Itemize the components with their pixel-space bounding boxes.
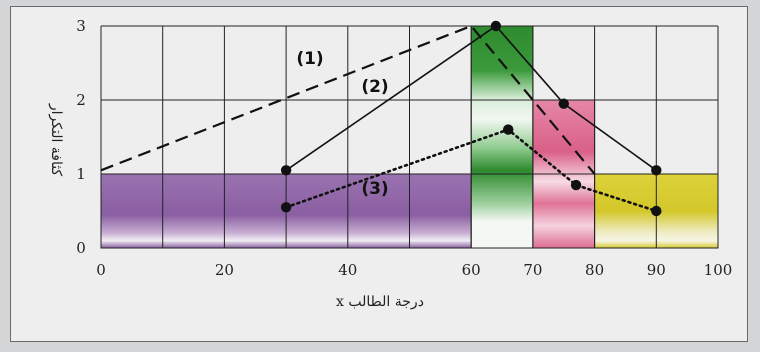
x-tick-label: 70 <box>523 261 542 279</box>
series-point <box>490 20 502 32</box>
x-tick-label: 60 <box>462 261 481 279</box>
series-line <box>100 24 596 175</box>
series-point <box>503 124 514 135</box>
series-point <box>570 179 582 191</box>
x-tick-label: 40 <box>338 261 357 279</box>
histogram-bar <box>470 25 534 249</box>
series-point <box>651 205 662 217</box>
y-axis-label: كثافة التكرار <box>48 103 64 177</box>
series-point <box>651 165 662 176</box>
series-label: (1) <box>296 49 323 69</box>
y-tick-label: 3 <box>76 17 86 35</box>
x-tick-label: 90 <box>647 261 666 279</box>
series-point <box>280 165 292 176</box>
y-tick-label: 2 <box>76 91 86 109</box>
series-point <box>280 202 292 213</box>
x-tick-label: 20 <box>215 261 234 279</box>
x-tick-label: 0 <box>96 261 106 279</box>
x-axis-label: درجة الطالب x <box>336 294 424 310</box>
series-label: (2) <box>361 77 388 97</box>
y-tick-label: 0 <box>76 239 86 257</box>
series-line <box>284 128 658 213</box>
series-label: (3) <box>361 179 388 199</box>
series-point <box>558 98 569 109</box>
x-tick-label: 100 <box>704 261 733 279</box>
y-tick-label: 1 <box>76 165 86 183</box>
series-line <box>285 24 657 171</box>
x-tick-label: 80 <box>585 261 604 279</box>
